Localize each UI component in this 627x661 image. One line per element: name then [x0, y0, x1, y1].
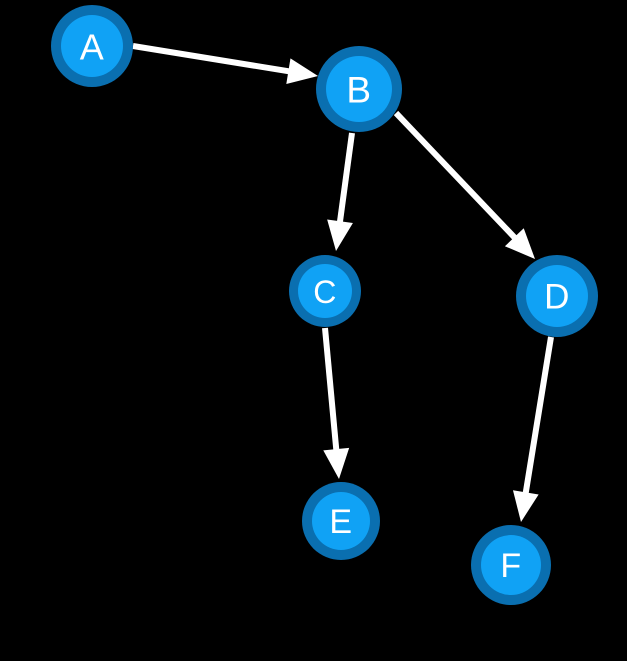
- nodes-layer: A B C D E F: [51, 5, 598, 605]
- edge-arrowhead-icon: [323, 447, 350, 479]
- graph-node-f[interactable]: F: [471, 525, 551, 605]
- edge-line: [132, 43, 292, 75]
- node-circle: [61, 15, 123, 77]
- graph-edge: [132, 43, 318, 85]
- graph-node-b[interactable]: B: [316, 46, 402, 132]
- edge-line: [393, 110, 519, 242]
- node-circle: [312, 492, 370, 550]
- graph-node-e[interactable]: E: [302, 482, 380, 560]
- graph-edge: [322, 327, 350, 479]
- graph-node-a[interactable]: A: [51, 5, 133, 87]
- node-label: C: [313, 274, 337, 310]
- node-label: A: [80, 27, 105, 68]
- node-circle: [526, 265, 588, 327]
- edge-arrowhead-icon: [327, 219, 353, 251]
- graph-node-d[interactable]: D: [516, 255, 598, 337]
- node-label: F: [500, 547, 521, 585]
- graph-edge: [327, 132, 355, 251]
- graph-edge: [512, 336, 554, 522]
- graph-node-c[interactable]: C: [289, 255, 361, 327]
- node-label: E: [329, 503, 352, 541]
- edges-layer: [132, 43, 554, 522]
- edge-line: [522, 336, 554, 496]
- graph-edge: [393, 110, 535, 259]
- edge-arrowhead-icon: [512, 490, 539, 522]
- node-circle: [481, 535, 541, 595]
- edge-arrowhead-icon: [504, 228, 535, 259]
- node-label: D: [544, 278, 570, 317]
- node-circle: [298, 264, 352, 318]
- edge-line: [336, 132, 355, 225]
- edge-arrowhead-icon: [286, 58, 318, 85]
- edge-line: [322, 327, 340, 453]
- node-circle: [326, 56, 392, 122]
- node-label: B: [346, 70, 371, 111]
